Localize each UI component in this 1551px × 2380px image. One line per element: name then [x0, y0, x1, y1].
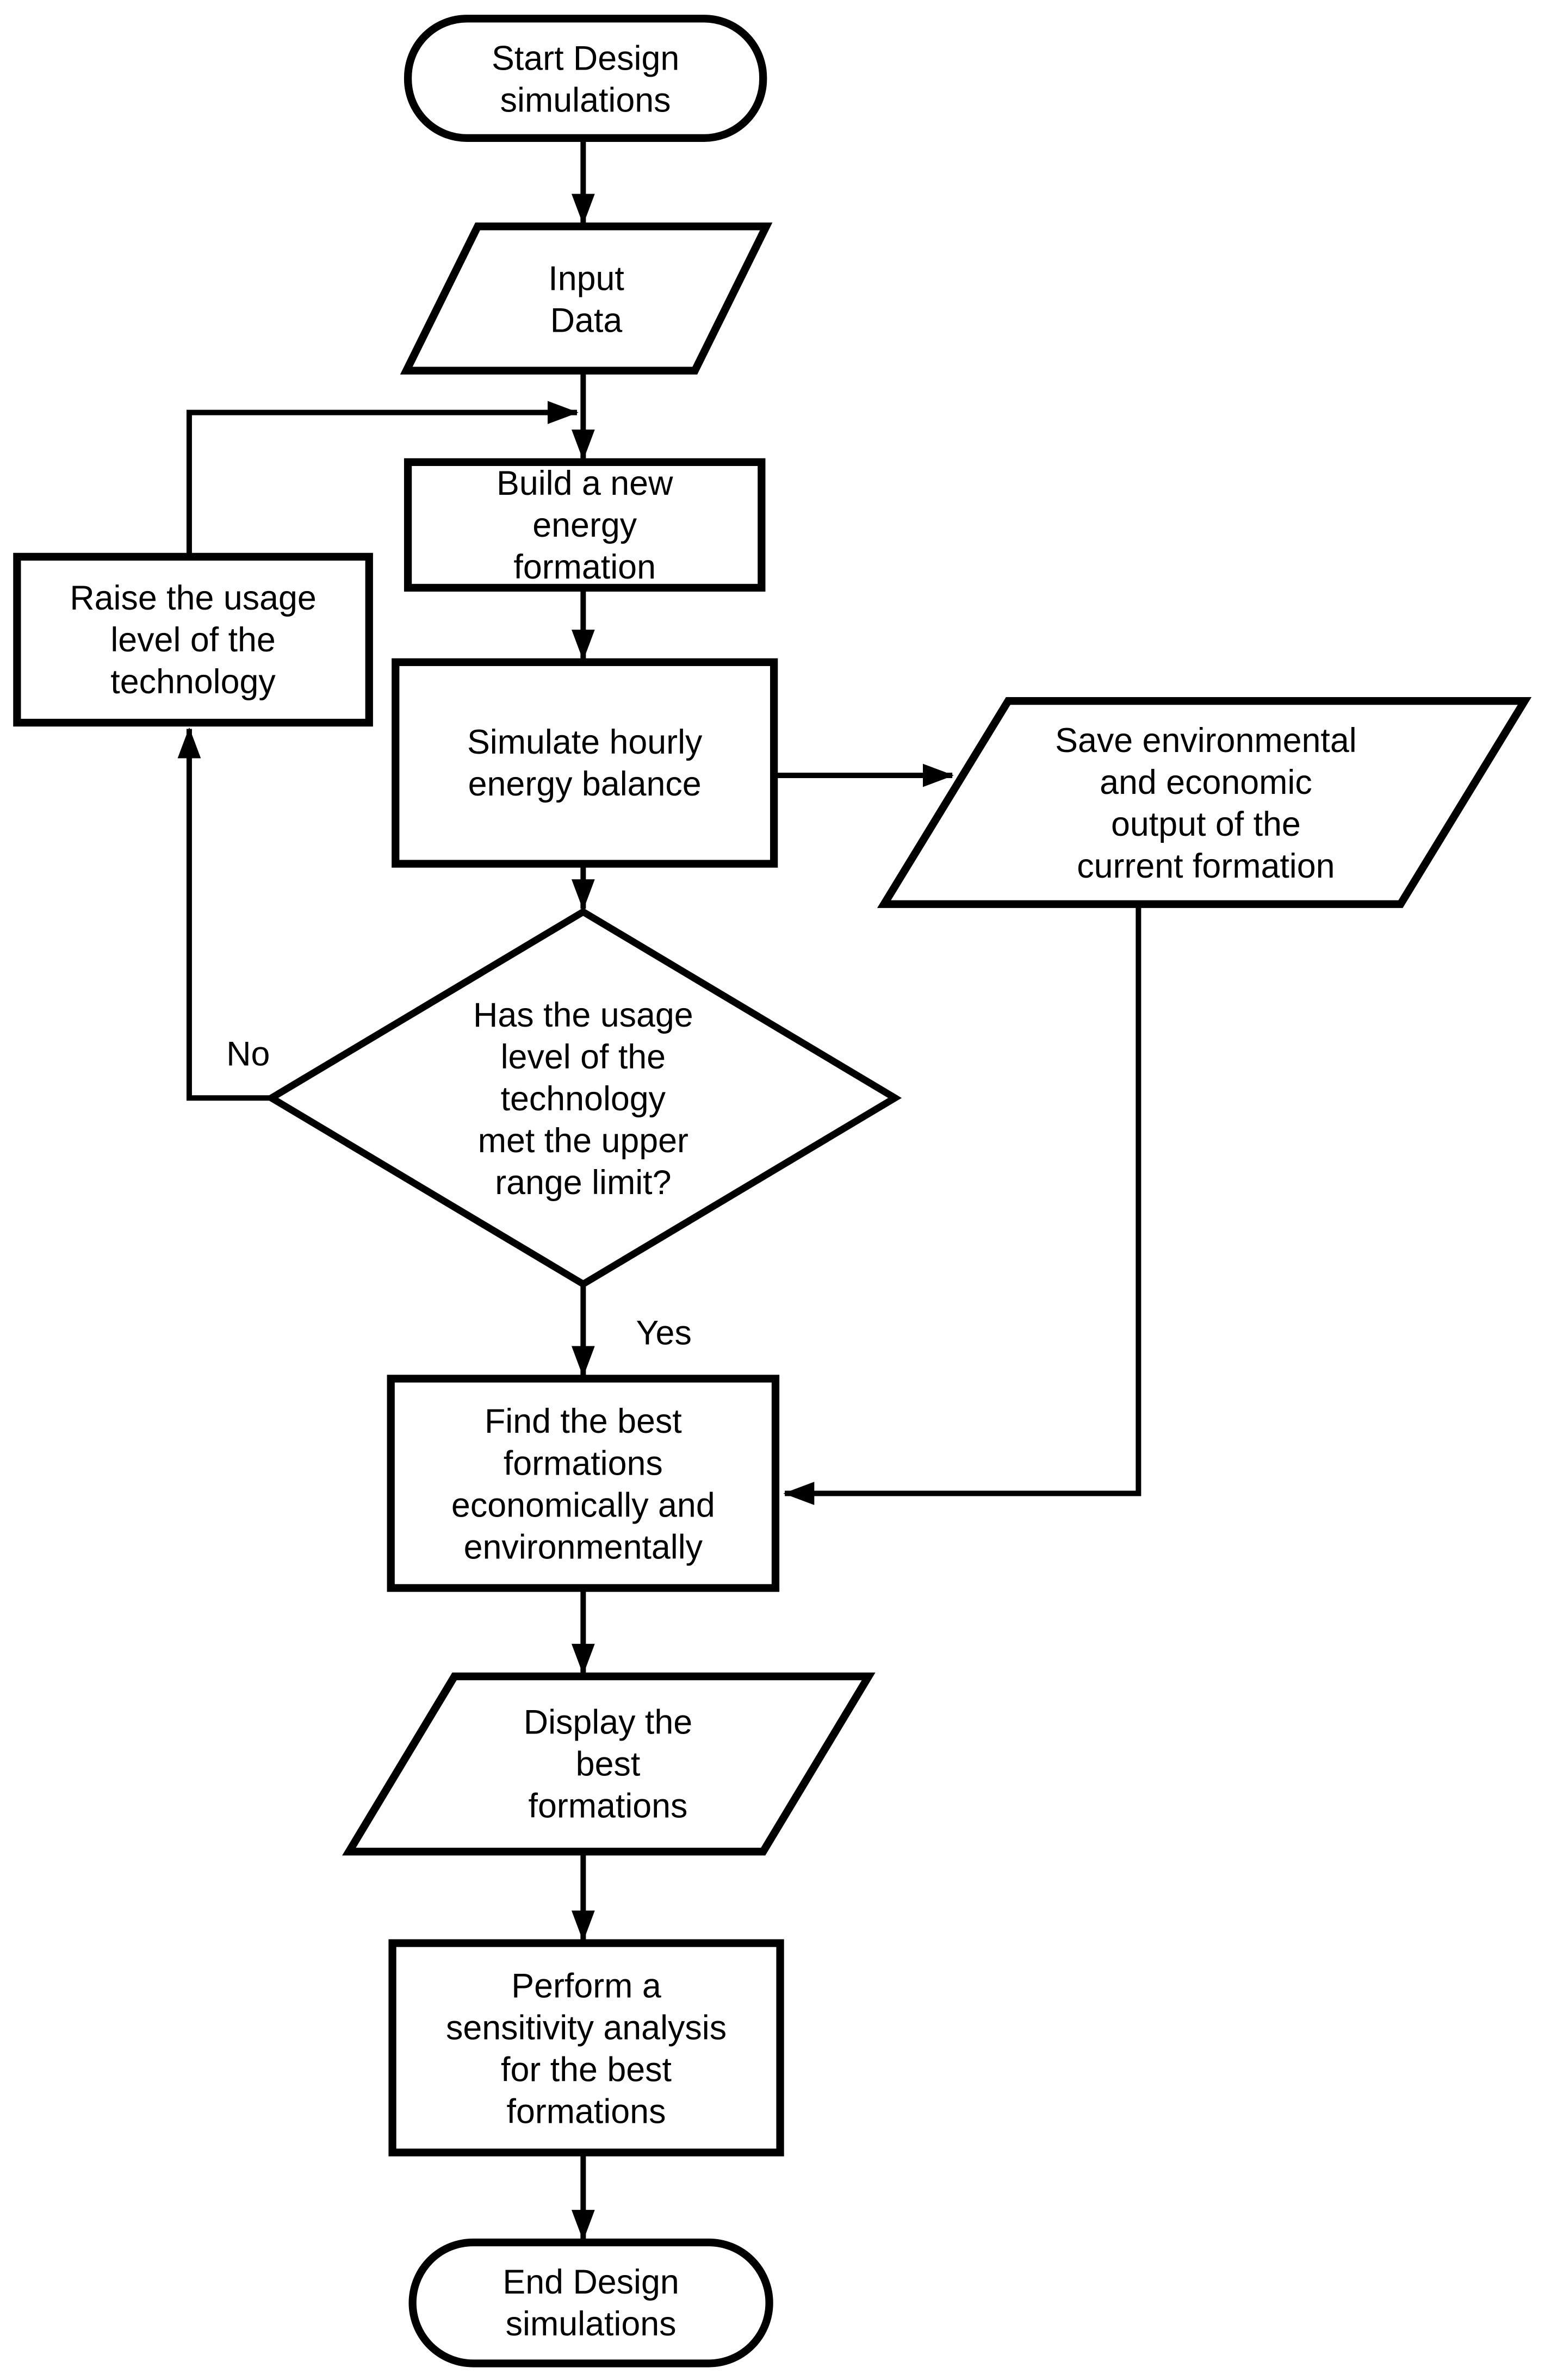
edge-loop-raise-to-main: [186, 401, 579, 557]
edge-save-to-find: [783, 904, 1141, 1505]
start-node-label: Start Design simulations: [491, 38, 680, 119]
yes-edge-label: Yes: [636, 1313, 692, 1352]
raise-process-shape: [13, 552, 373, 727]
display-io-shape: [342, 1672, 876, 1856]
display-node-label: Display the best formations: [523, 1702, 693, 1825]
simulate-node-label: Simulate hourly energy balance: [467, 723, 703, 804]
save-node-label: Save environmental and economic output o…: [1055, 720, 1357, 885]
input-io-shape: [400, 222, 773, 375]
no-edge-label: No: [226, 1033, 270, 1073]
input-node-label: Input Data: [548, 258, 624, 339]
save-io-shape: [877, 697, 1532, 908]
end-terminator-shape: [408, 2238, 773, 2367]
edge-decision-no-to-raise: [177, 727, 272, 1101]
end-node-label: End Design simulations: [502, 2263, 679, 2344]
perform-process-shape: [388, 1939, 784, 2157]
raise-node-label: Raise the usage level of the technology: [70, 578, 317, 701]
find-process-shape: [387, 1375, 780, 1592]
decision-node-label: Has the usage level of the technology me…: [473, 995, 693, 1201]
find-node-label: Find the best formations economically an…: [451, 1401, 715, 1566]
simulate-process-shape: [392, 658, 778, 868]
perform-node-label: Perform a sensitivity analysis for the b…: [445, 1965, 727, 2130]
build-node-label: Build a new energy formation: [496, 463, 673, 587]
